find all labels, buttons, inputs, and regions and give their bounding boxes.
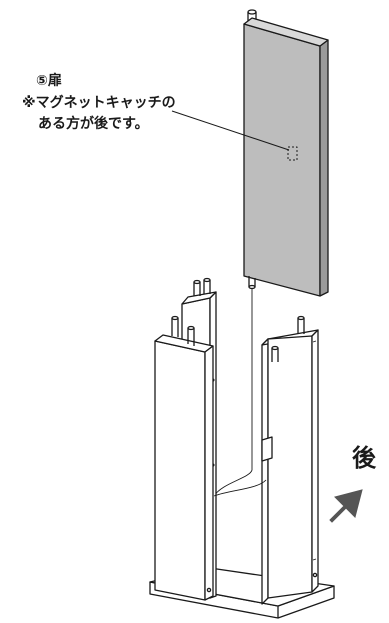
cable-line <box>213 479 267 497</box>
left-side-panel <box>154 315 214 601</box>
door-panel <box>243 9 329 297</box>
door-top-edge <box>243 17 329 47</box>
direction-label-back: 後 <box>352 444 376 472</box>
door-front-face <box>243 23 321 297</box>
leader-line <box>171 110 290 151</box>
note-text-line2: ある方が後です。 <box>38 116 149 132</box>
magnet-catch-icon <box>287 146 298 161</box>
right-side-panel <box>261 315 319 605</box>
door-side-edge <box>319 39 329 297</box>
left-panel-pegs <box>171 315 195 346</box>
arrow-up-right-icon <box>329 489 363 523</box>
right-panel-pegs <box>271 315 305 362</box>
part-label: ⑤扉 <box>36 73 62 89</box>
note-text-line1: ※マグネットキャッチの <box>22 95 176 111</box>
hinge-bracket <box>261 436 273 462</box>
alignment-guide-line <box>211 288 253 595</box>
back-panel-pegs <box>193 277 211 296</box>
